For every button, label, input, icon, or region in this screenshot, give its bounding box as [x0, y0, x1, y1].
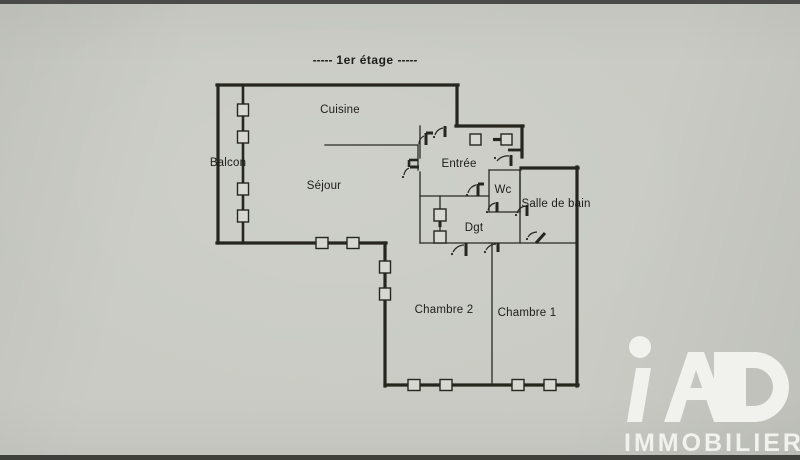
window-chambre1-bottom-2 — [543, 378, 557, 392]
window-balcony-4 — [236, 209, 250, 223]
door-entree-main — [493, 155, 513, 166]
room-label-balcon: Balcon — [209, 157, 247, 169]
room-label-entree: Entrée — [441, 158, 477, 170]
room-label-sejour: Séjour — [306, 180, 342, 192]
windows — [236, 103, 557, 392]
window-chambre2-bottom-1 — [407, 378, 421, 392]
door-entree-cuisine — [432, 126, 447, 139]
window-balcony-2 — [236, 130, 250, 144]
title-text: 1er étage — [336, 53, 394, 67]
window-chambre2-left-2 — [378, 287, 392, 301]
door-dgt-entree — [465, 182, 484, 197]
room-label-chambre-2: Chambre 2 — [414, 304, 474, 316]
door-cuisine-sejour — [418, 131, 433, 145]
window-chambre2-bottom-2 — [439, 378, 453, 392]
floor-plan-title: ----- 1er étage ----- — [313, 53, 418, 67]
passage-stub-cuisine — [407, 158, 418, 167]
room-label-chambre-1: Chambre 1 — [497, 307, 557, 319]
window-balcony-1 — [236, 103, 250, 117]
photo-edge-bottom — [0, 455, 800, 460]
room-label-cuisine: Cuisine — [320, 104, 360, 116]
exterior-walls — [215, 83, 580, 388]
doors — [401, 126, 547, 256]
title-dash-left: ----- — [312, 53, 333, 67]
closet-dgt-2 — [433, 230, 447, 244]
closet-dgt-1 — [433, 208, 447, 222]
title-dash-right: ----- — [397, 53, 418, 67]
room-label-salle-de-bain: Salle de bain — [521, 198, 591, 210]
photo-edge-top — [0, 0, 800, 4]
window-chambre2-left-1 — [378, 260, 392, 274]
window-entree-2 — [500, 133, 513, 146]
window-entree-1 — [469, 133, 482, 146]
door-bath — [514, 205, 529, 217]
door-chambre-2 — [450, 243, 468, 256]
door-chambre-1 — [483, 243, 500, 254]
door-bath-dgt — [525, 231, 547, 245]
door-wc — [485, 202, 499, 214]
window-sejour-2 — [346, 236, 360, 250]
room-label-wc: Wc — [494, 184, 512, 196]
interior-partitions — [324, 125, 579, 386]
door-sejour-dgt — [401, 165, 419, 179]
room-label-dgt: Dgt — [464, 222, 484, 234]
window-balcony-3 — [236, 182, 250, 196]
window-chambre1-bottom-1 — [511, 378, 525, 392]
window-sejour-1 — [315, 236, 329, 250]
